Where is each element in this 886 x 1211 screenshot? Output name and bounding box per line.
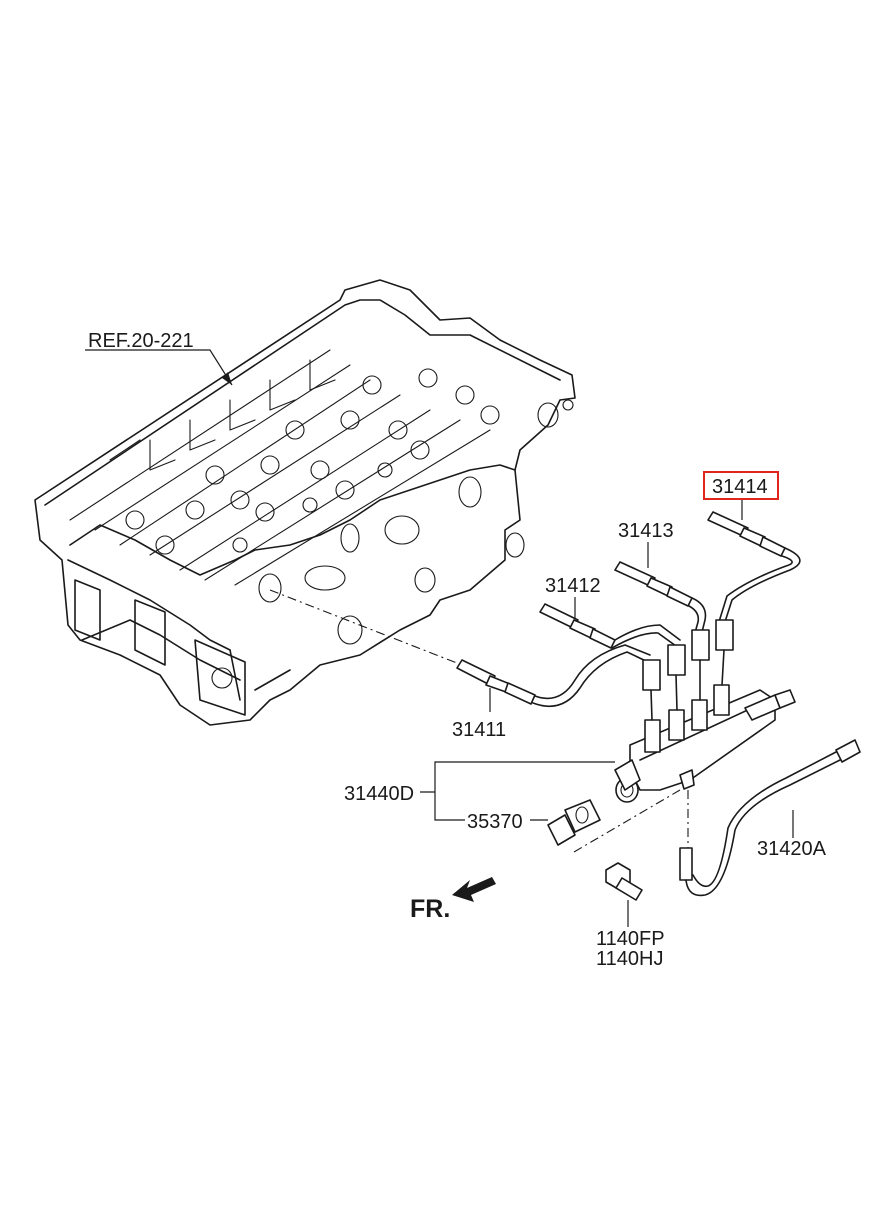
highlight-box [703, 471, 779, 500]
front-direction-arrow [452, 877, 496, 902]
label-ref: REF.20-221 [88, 330, 194, 352]
label-1140FP[interactable]: 1140FP [596, 928, 665, 950]
label-31414[interactable]: 31414 [712, 476, 768, 498]
return-pipe-31420A [679, 739, 861, 897]
injector-centerline [269, 589, 463, 666]
head-bosses [125, 368, 500, 555]
injector-pipe-31411 [456, 644, 651, 707]
mounting-bolt [605, 862, 643, 901]
label-31420A[interactable]: 31420A [757, 838, 827, 860]
ref-leader-arrow [222, 372, 232, 385]
label-31413[interactable]: 31413 [618, 520, 674, 542]
label-front: FR. [410, 895, 450, 923]
label-1140HJ[interactable]: 1140HJ [596, 948, 663, 970]
injector-pipe-31412 [539, 603, 681, 649]
bolt-centerline [573, 789, 681, 853]
label-31440D[interactable]: 31440D [344, 783, 414, 805]
label-31412[interactable]: 31412 [545, 575, 601, 597]
ref-leader [85, 349, 233, 386]
injector-pipe-31414 [707, 511, 801, 626]
injector-pipe-31413 [614, 561, 707, 641]
leader-31440D [420, 761, 615, 821]
cylinder-head [34, 279, 576, 726]
label-35370[interactable]: 35370 [467, 811, 523, 833]
label-31411[interactable]: 31411 [452, 719, 506, 741]
pressure-sensor-35370 [547, 799, 601, 846]
common-rail-31440D [614, 619, 796, 803]
